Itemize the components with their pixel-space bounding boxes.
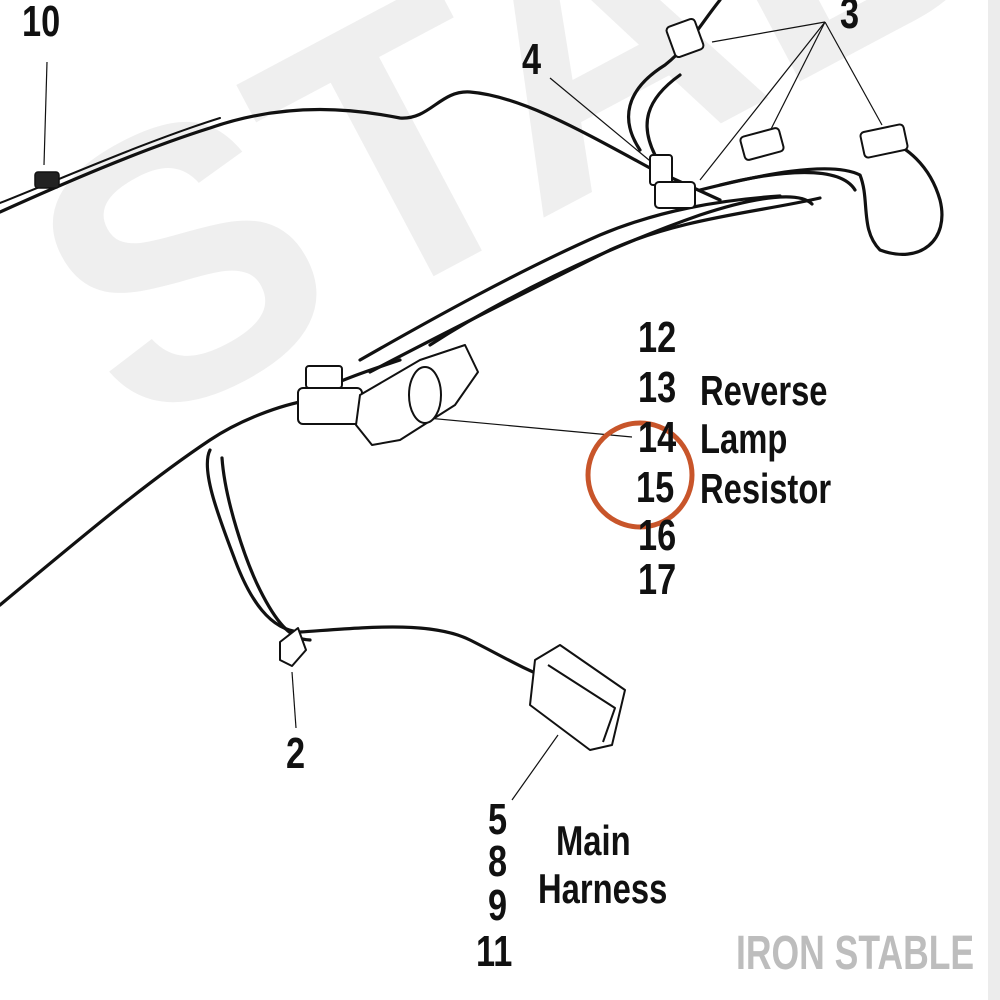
callout-9: 9 (488, 881, 508, 930)
callout-2: 2 (286, 729, 306, 778)
connectors (34, 17, 909, 751)
clip-4 (649, 154, 673, 186)
junction-4 (654, 181, 696, 209)
connector-3b (739, 127, 785, 161)
highlight-circle (585, 420, 695, 530)
callout-11: 11 (476, 927, 513, 976)
label-reverse: Reverse (700, 367, 828, 414)
harness-wires (0, 0, 944, 680)
callout-4: 4 (522, 35, 542, 84)
leader-3d (824, 21, 883, 126)
callout-5: 5 (488, 795, 508, 844)
callout-3: 3 (840, 0, 860, 38)
callout-12: 12 (638, 313, 677, 362)
connector-3a (665, 17, 705, 59)
callout-8: 8 (488, 837, 508, 886)
callout-13: 13 (638, 363, 677, 412)
callout-16: 16 (638, 511, 677, 560)
right-edge-strip (988, 0, 1000, 1000)
leader-10 (43, 61, 48, 166)
label-harness: Harness (538, 865, 668, 912)
leader-3a (711, 21, 826, 43)
connector-center (297, 387, 363, 425)
callout-17: 17 (638, 555, 677, 604)
leader-5 (511, 734, 559, 801)
label-lamp: Lamp (700, 415, 788, 462)
connector-center-top (305, 365, 343, 389)
label-main: Main (556, 817, 631, 864)
resistor-loop (408, 366, 442, 424)
leader-2 (291, 671, 297, 729)
callout-14: 14 (638, 413, 677, 462)
iron-stable-watermark: IRON STABLE (736, 927, 975, 980)
background-watermark: STABLE (0, 0, 1000, 508)
connector-3c (859, 123, 909, 159)
clip-2 (279, 627, 307, 667)
leader-3c (762, 21, 826, 146)
main-harness-connector-edge (547, 664, 616, 743)
label-resistor: Resistor (700, 465, 832, 512)
callout-10: 10 (22, 0, 61, 46)
leader-4 (549, 77, 656, 166)
leader-3b (699, 21, 826, 181)
callout-15: 15 (636, 463, 675, 512)
leader-lines (43, 21, 883, 801)
connector-10 (34, 171, 60, 189)
